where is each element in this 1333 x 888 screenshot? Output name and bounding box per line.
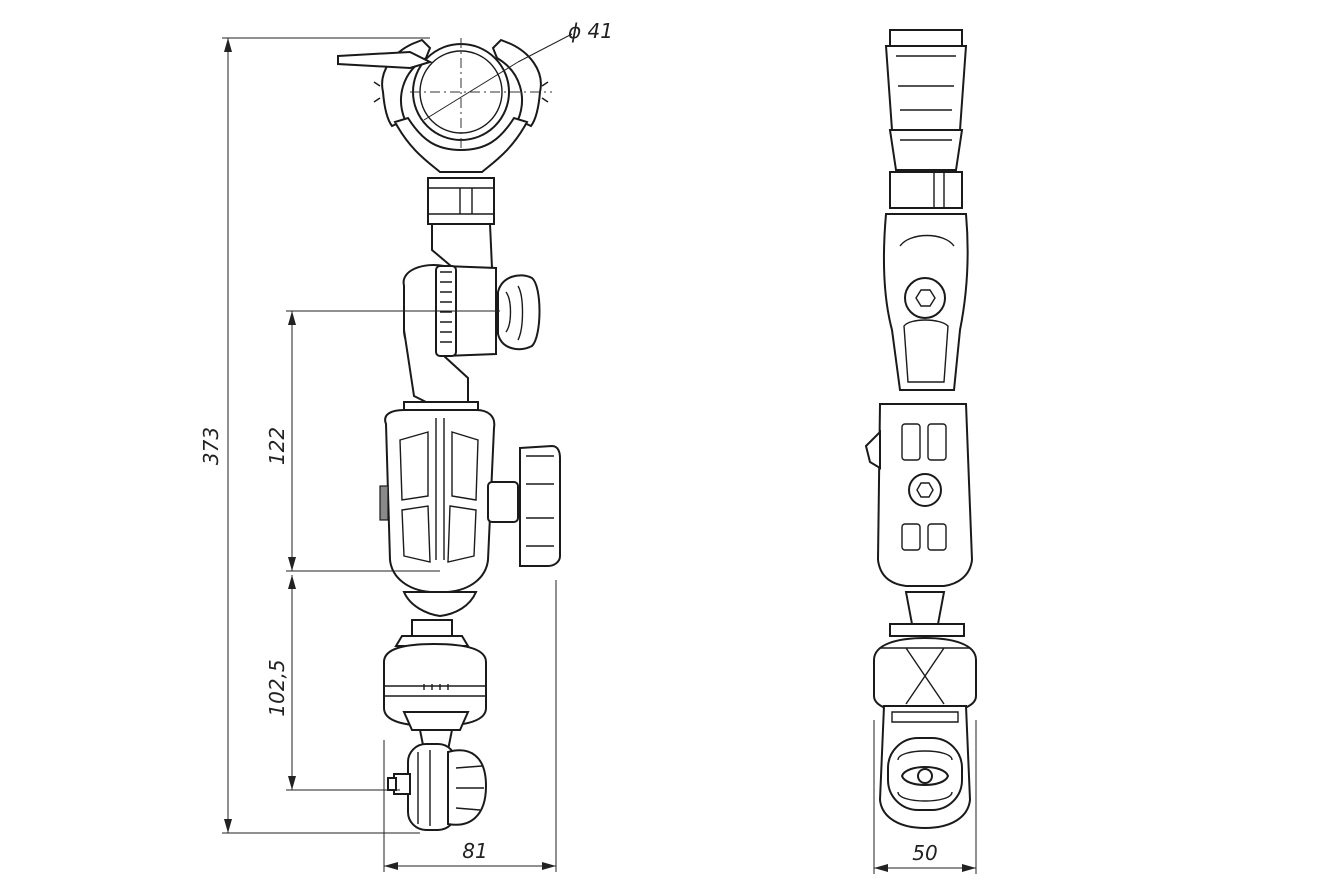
wing-knob (487, 444, 561, 567)
label-upper-arm: 122 (265, 427, 289, 465)
front-view: 50 (864, 29, 977, 874)
front-bottom-plate (878, 705, 972, 830)
collar-nut (427, 177, 495, 225)
arm-socket (379, 401, 496, 593)
bottom-mount (387, 729, 488, 831)
side-view: ϕ 41 373 122 102,5 81 (199, 19, 613, 872)
dim-lower-arm (286, 575, 400, 791)
front-socket (864, 403, 974, 587)
dim-upper-arm (286, 310, 500, 572)
dim-side-width (383, 580, 557, 872)
label-total-height: 373 (199, 427, 223, 465)
middle-ball (394, 591, 478, 647)
dim-total-height (222, 37, 430, 834)
dim-front-width (873, 720, 977, 874)
front-lower-ball (873, 591, 977, 716)
front-collar (889, 171, 963, 209)
clamp-ring (337, 33, 573, 173)
front-upper-joint (883, 213, 969, 391)
lower-socket (383, 642, 487, 731)
label-front-width: 50 (912, 841, 937, 865)
front-clamp (884, 29, 968, 171)
upper-joint (402, 264, 541, 408)
label-diameter: ϕ 41 (568, 19, 613, 43)
label-lower-arm: 102,5 (265, 659, 289, 716)
label-side-width: 81 (462, 839, 487, 863)
